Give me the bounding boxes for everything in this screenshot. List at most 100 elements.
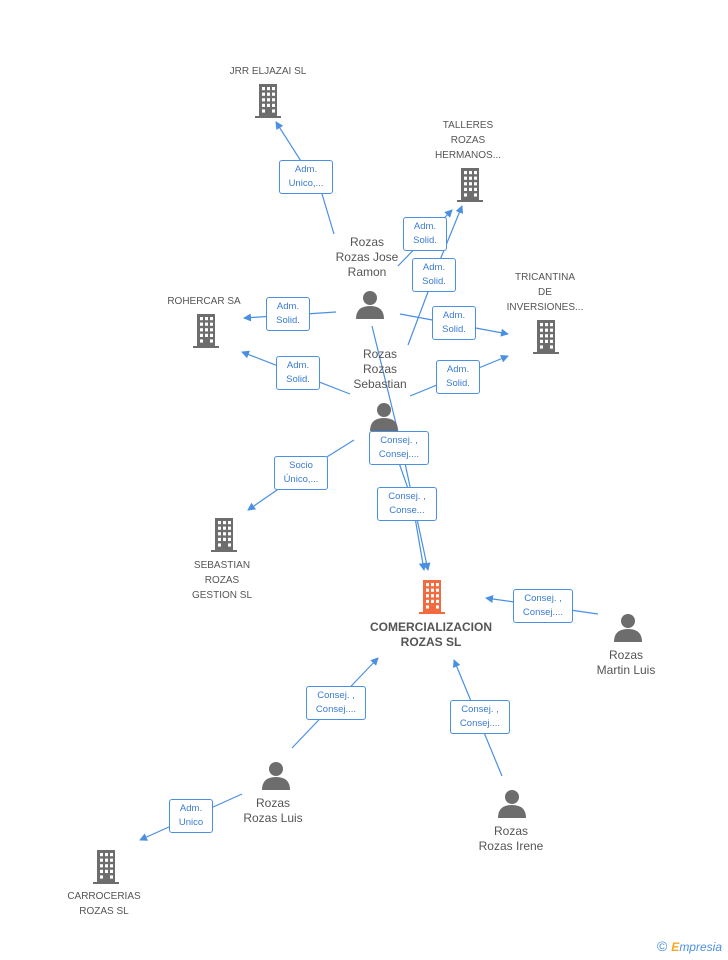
- label-line: SEBASTIAN: [193, 560, 251, 571]
- label-line: Rozas: [362, 362, 397, 376]
- label-line: Adm.: [276, 301, 300, 312]
- person-icon-rozas-martin-luis[interactable]: [614, 614, 642, 642]
- label-line: JRR ELJAZAI SL: [229, 66, 307, 77]
- label-line: Adm.: [179, 803, 203, 814]
- building-icon-tricantina[interactable]: [533, 320, 559, 354]
- building-icon-sebastian-rozas-gestion[interactable]: [211, 518, 237, 552]
- label-line: Martin Luis: [596, 663, 656, 677]
- label-line: Sebastian: [353, 377, 407, 391]
- label-line: ROZAS: [450, 135, 486, 146]
- edge-label-adm-solid[interactable]: Adm. Solid.: [403, 217, 447, 251]
- label-line: ROZAS SL: [79, 906, 129, 917]
- edge-label-adm-solid[interactable]: Adm. Solid.: [432, 306, 476, 340]
- label-line: Adm.: [286, 360, 310, 371]
- node-label-sebastian-rozas-gestion[interactable]: SEBASTIAN ROZAS GESTION SL: [162, 558, 282, 603]
- label-line: Ramon: [347, 265, 387, 279]
- label-line: Rozas Luis: [243, 811, 303, 825]
- label-line: Consej....: [459, 718, 501, 729]
- label-line: Solid.: [442, 324, 466, 335]
- label-line: Unico: [178, 817, 204, 828]
- label-line: Consej. ,: [388, 491, 426, 502]
- building-icon-comercializacion-rozas[interactable]: [419, 580, 445, 614]
- label-line: INVERSIONES...: [506, 302, 584, 313]
- label-line: Adm.: [422, 262, 446, 273]
- label-line: Adm.: [413, 221, 437, 232]
- label-line: Socio: [289, 460, 313, 471]
- label-line: Consej....: [522, 607, 564, 618]
- label-line: Adm.: [294, 164, 318, 175]
- label-line: Conse...: [389, 505, 425, 516]
- building-icon-talleres-rozas[interactable]: [457, 168, 483, 202]
- copyright-icon: ©: [656, 938, 668, 954]
- label-line: Consej....: [378, 449, 420, 460]
- label-line: TRICANTINA: [515, 272, 575, 283]
- label-line: Solid.: [413, 235, 437, 246]
- label-line: Solid.: [286, 374, 310, 385]
- edge-label-consej[interactable]: Consej. , Conse...: [377, 487, 437, 521]
- label-line: Consej. ,: [524, 593, 562, 604]
- label-line: ROHERCAR SA: [167, 296, 241, 307]
- label-line: ROZAS SL: [400, 635, 462, 649]
- label-line: GESTION SL: [191, 590, 252, 601]
- label-line: Único,...: [283, 474, 319, 485]
- label-line: Rozas: [255, 796, 290, 810]
- label-line: DE: [538, 287, 552, 298]
- edge-label-consej[interactable]: Consej. , Consej....: [369, 431, 429, 465]
- label-line: CARROCERIAS: [67, 891, 141, 902]
- node-label-rohercar[interactable]: ROHERCAR SA: [144, 294, 264, 309]
- label-line: Adm.: [442, 310, 466, 321]
- label-line: ROZAS: [204, 575, 240, 586]
- node-label-jrr-eljazai[interactable]: JRR ELJAZAI SL: [208, 64, 328, 79]
- person-icon-rozas-rozas-jose-ramon[interactable]: [356, 291, 384, 319]
- person-icon-rozas-rozas-sebastian[interactable]: [370, 403, 398, 431]
- label-line: Rozas: [493, 824, 528, 838]
- building-icon-carrocerias-rozas[interactable]: [93, 850, 119, 884]
- edge-label-consej[interactable]: Consej. , Consej....: [513, 589, 573, 623]
- icons-layer: [93, 84, 642, 884]
- label-line: Solid.: [422, 276, 446, 287]
- label-line: Consej. ,: [380, 435, 418, 446]
- label-line: Rozas Jose: [335, 250, 399, 264]
- edge-label-adm-solid[interactable]: Adm. Solid.: [276, 356, 320, 390]
- edge-label-adm-solid[interactable]: Adm. Solid.: [266, 297, 310, 331]
- label-line: COMERCIALIZACION: [370, 620, 492, 634]
- label-line: Rozas Irene: [478, 839, 544, 853]
- label-line: Adm.: [446, 364, 470, 375]
- edge-label-adm-solid[interactable]: Adm. Solid.: [412, 258, 456, 292]
- edge-label-adm-unico[interactable]: Adm. Unico: [169, 799, 213, 833]
- label-line: Unico,...: [288, 178, 324, 189]
- node-label-tricantina[interactable]: TRICANTINA DE INVERSIONES...: [485, 270, 605, 315]
- empresia-logo: ©Empresia: [657, 938, 722, 954]
- edge-label-consej[interactable]: Consej. , Consej....: [306, 686, 366, 720]
- label-line: Solid.: [446, 378, 470, 389]
- node-label-carrocerias-rozas[interactable]: CARROCERIAS ROZAS SL: [44, 889, 164, 919]
- label-line: Rozas: [349, 235, 384, 249]
- relationship-edge: [275, 121, 335, 235]
- person-icon-rozas-rozas-luis[interactable]: [262, 762, 290, 790]
- brand-initial: E: [671, 940, 680, 954]
- label-line: Consej....: [315, 704, 357, 715]
- label-line: Consej. ,: [461, 704, 499, 715]
- label-line: Rozas: [362, 347, 397, 361]
- edge-label-consej[interactable]: Consej. , Consej....: [450, 700, 510, 734]
- building-icon-rohercar[interactable]: [193, 314, 219, 348]
- building-icon-jrr-eljazai[interactable]: [255, 84, 281, 118]
- person-icon-rozas-rozas-irene[interactable]: [498, 790, 526, 818]
- edges-layer: [139, 121, 599, 841]
- label-line: TALLERES: [442, 120, 494, 131]
- label-line: Solid.: [276, 315, 300, 326]
- label-line: Consej. ,: [317, 690, 355, 701]
- edge-label-adm-unico[interactable]: Adm. Unico,...: [279, 160, 333, 194]
- edge-label-adm-solid[interactable]: Adm. Solid.: [436, 360, 480, 394]
- label-line: Rozas: [608, 648, 643, 662]
- brand-name: mpresia: [679, 940, 722, 954]
